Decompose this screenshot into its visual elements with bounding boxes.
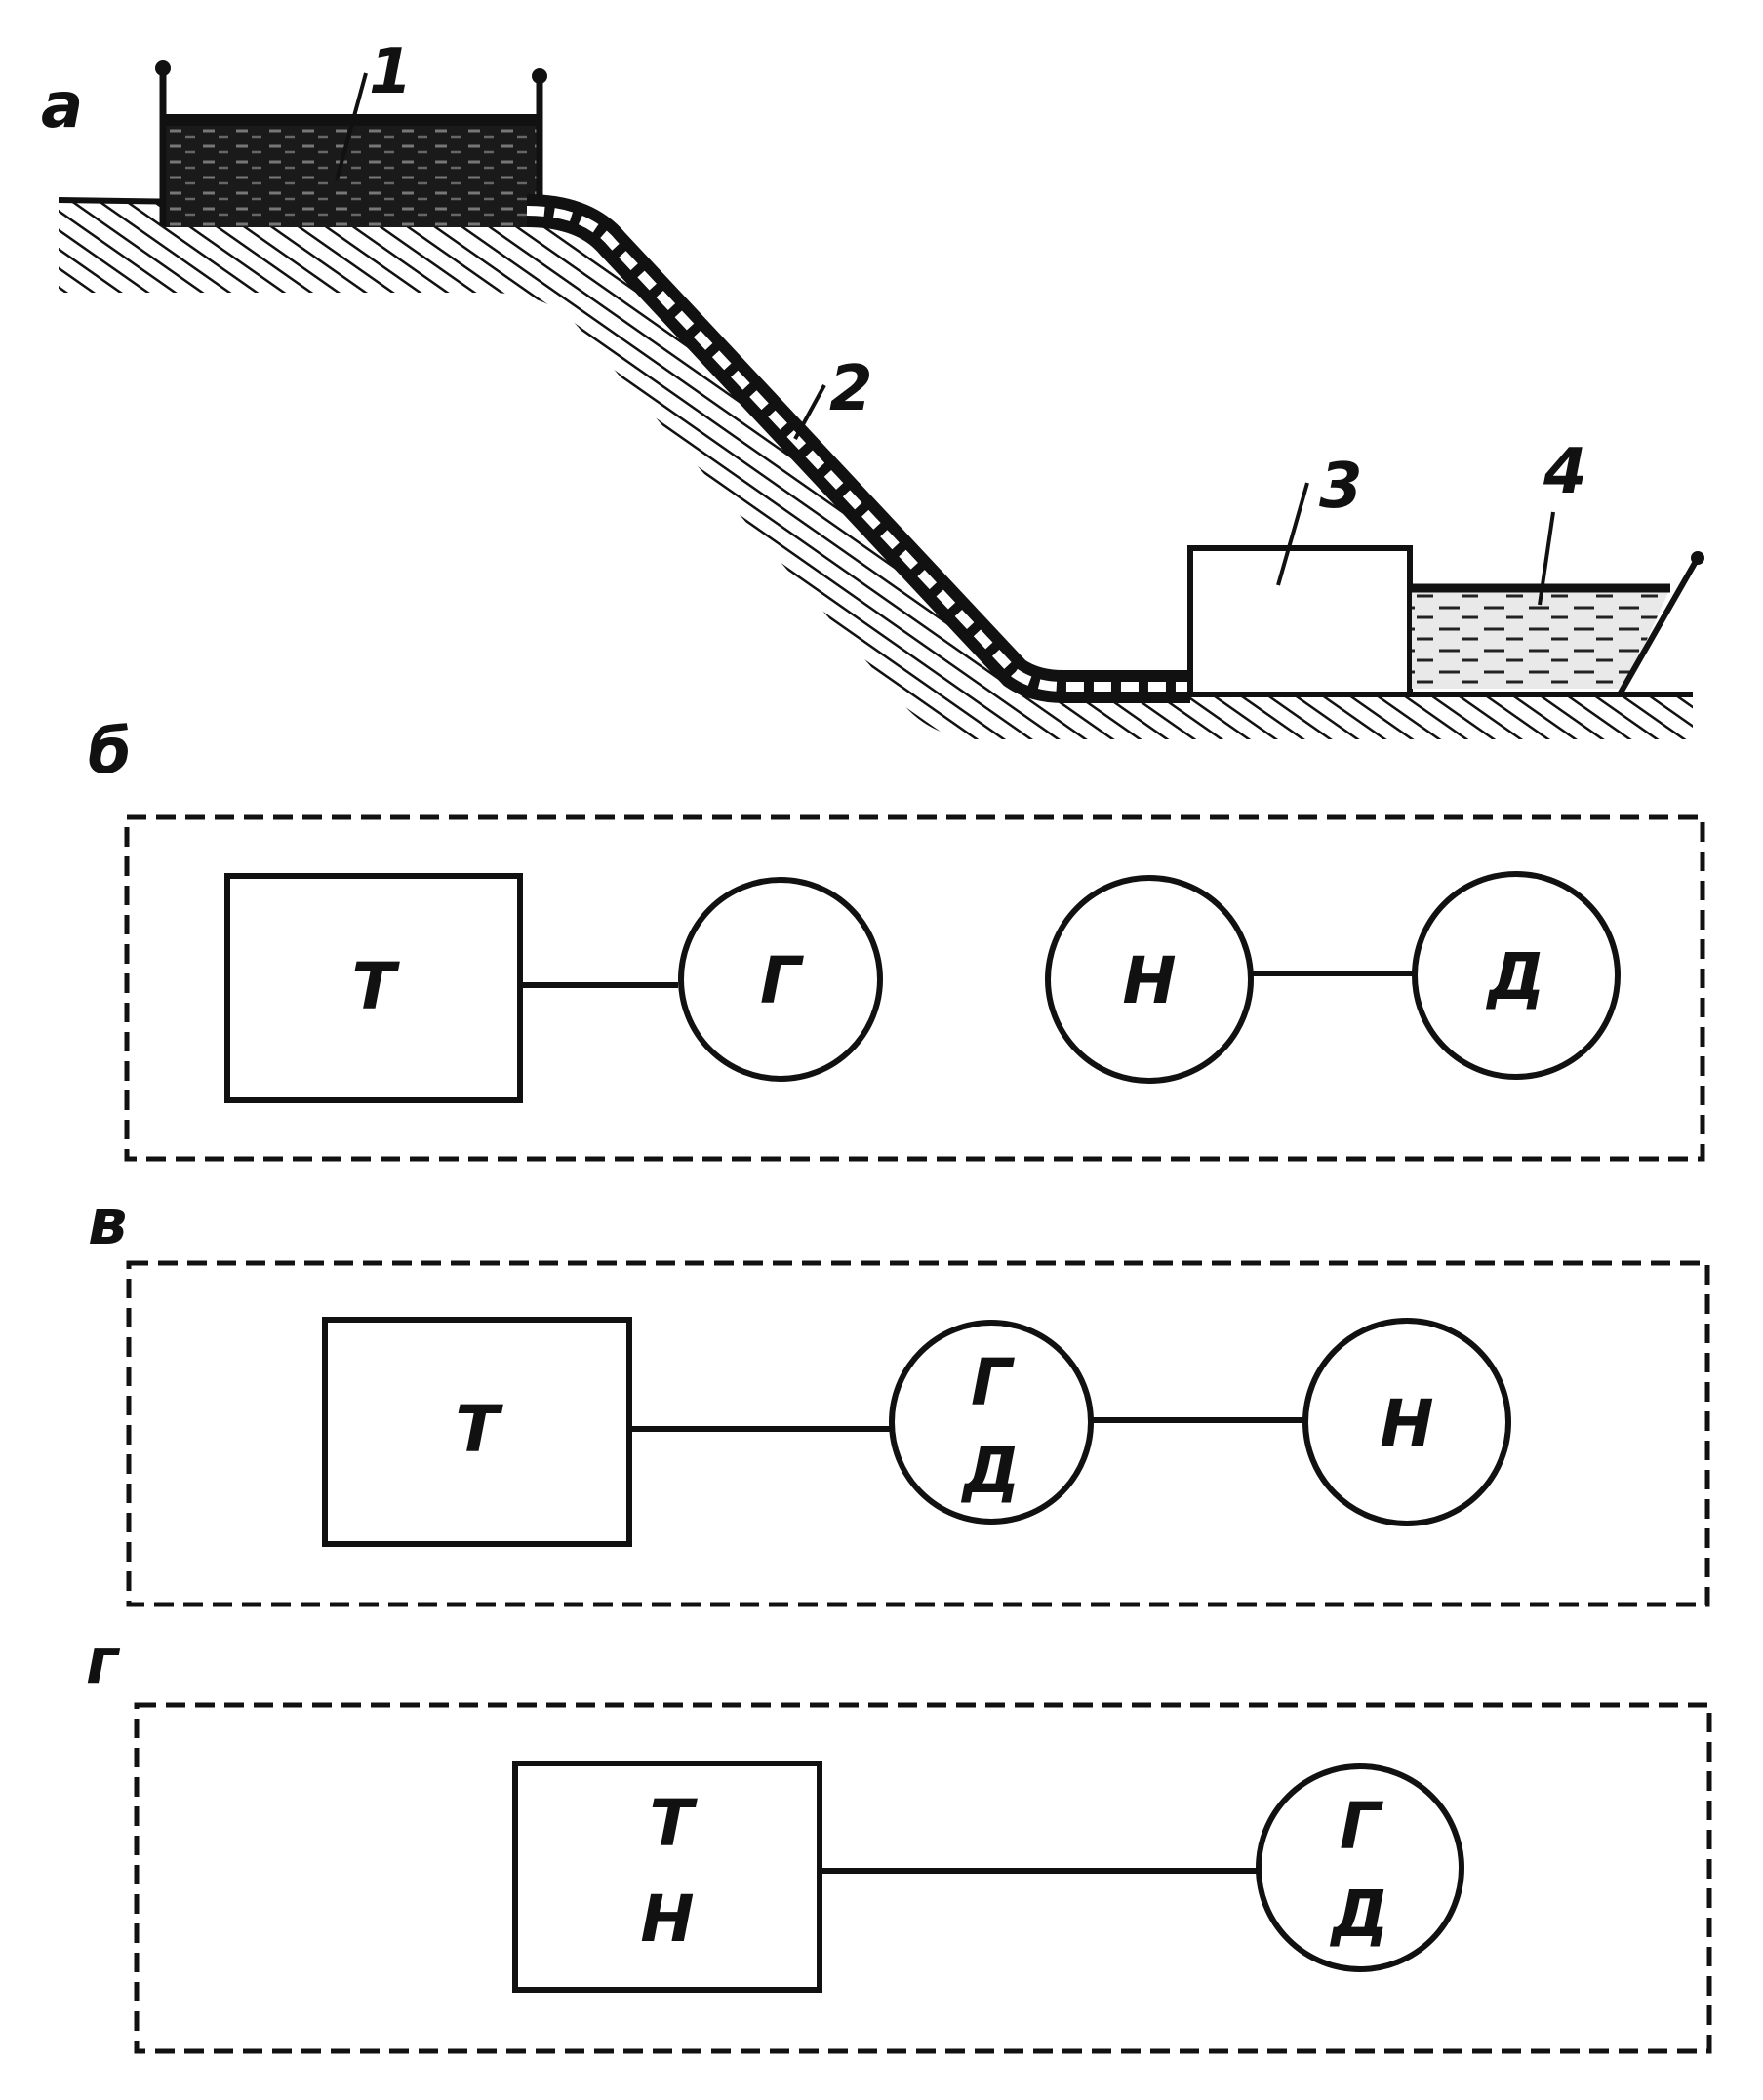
panel-b-frame bbox=[124, 814, 1705, 1162]
penstock-interior bbox=[526, 206, 1190, 692]
motor-circle bbox=[1412, 871, 1621, 1080]
pump-label: Н bbox=[1380, 1386, 1433, 1461]
label-2: 2 bbox=[829, 353, 873, 425]
label-3: 3 bbox=[1319, 451, 1363, 523]
panel-v: в Т Г Д Н bbox=[88, 1187, 1710, 1607]
motor-generator-top-label: Г bbox=[1340, 1789, 1383, 1864]
pump-turbine-bottom-label: Н bbox=[640, 1882, 694, 1957]
pump-turbine-top-label: Т bbox=[649, 1786, 698, 1861]
motor-generator-circle bbox=[1256, 1763, 1464, 1972]
panel-g-frame bbox=[134, 1702, 1712, 2054]
pump-label: Н bbox=[1122, 943, 1176, 1018]
lower-reservoir-post bbox=[1691, 551, 1704, 565]
panel-g-letter: г bbox=[86, 1626, 121, 1698]
upper-reservoir-right-post bbox=[532, 68, 547, 84]
pump-turbine-box bbox=[512, 1761, 822, 1993]
pump-circle bbox=[1045, 875, 1254, 1084]
panel-b: б Т Г Н Д bbox=[88, 716, 1705, 1162]
panel-a: а 1 2 3 4 bbox=[41, 36, 1704, 739]
label-1: 1 bbox=[369, 36, 413, 108]
leader-3 bbox=[1276, 482, 1309, 586]
panel-g: г Т Н Г Д bbox=[86, 1626, 1712, 2054]
leader-1 bbox=[335, 72, 368, 181]
lower-reservoir-bank bbox=[1617, 556, 1701, 696]
panel-v-frame bbox=[126, 1260, 1710, 1607]
motor-generator-bottom-label: Д bbox=[961, 1433, 1021, 1508]
generator-circle bbox=[678, 877, 883, 1082]
motor-label: Д bbox=[1486, 939, 1545, 1014]
panel-v-letter: в bbox=[88, 1187, 128, 1259]
station-building bbox=[1187, 545, 1413, 697]
motor-generator-bottom-label: Д bbox=[1330, 1877, 1389, 1952]
generator-label: Г bbox=[760, 943, 804, 1018]
label-4: 4 bbox=[1543, 436, 1587, 508]
panel-a-letter: а bbox=[41, 70, 83, 142]
turbine-label: Т bbox=[351, 949, 400, 1024]
pump-circle bbox=[1302, 1318, 1511, 1526]
lower-reservoir-water bbox=[1412, 588, 1670, 689]
upper-reservoir-water bbox=[161, 122, 541, 227]
motor-generator-top-label: Г bbox=[971, 1345, 1015, 1420]
upper-reservoir-left-post bbox=[155, 60, 171, 76]
turbine-label: Т bbox=[455, 1392, 503, 1467]
leader-2 bbox=[793, 384, 826, 440]
ground-hatching bbox=[59, 200, 1693, 739]
panel-b-letter: б bbox=[88, 716, 132, 788]
turbine-box bbox=[224, 873, 523, 1103]
leader-4 bbox=[1538, 511, 1555, 606]
